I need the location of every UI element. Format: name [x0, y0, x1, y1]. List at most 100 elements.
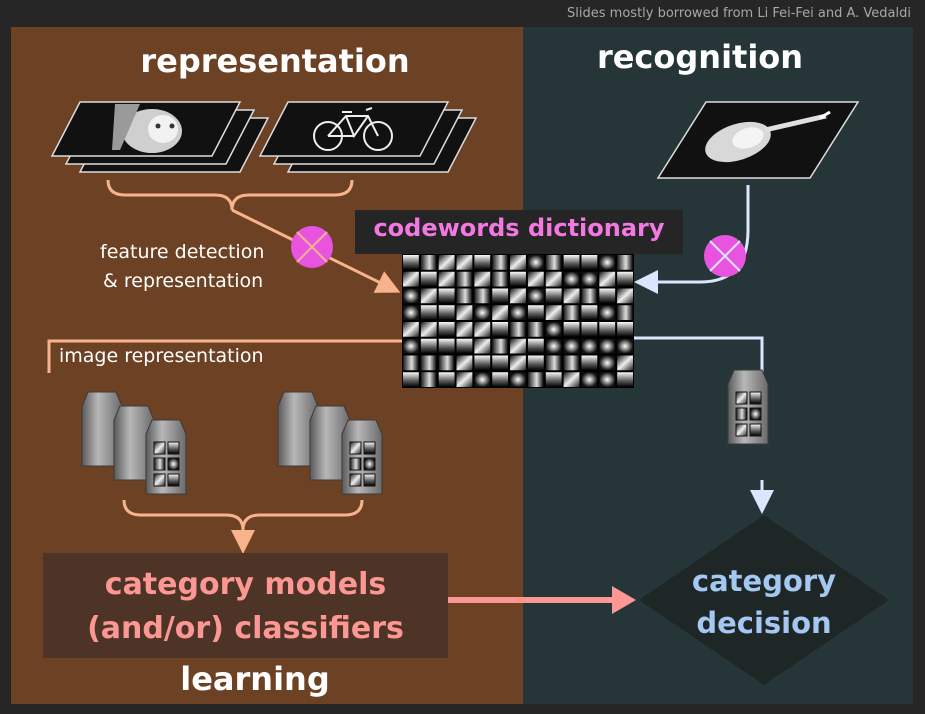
codeword-patch [474, 355, 491, 371]
codeword-patch [617, 305, 633, 320]
models-to-decision-arrowhead [612, 586, 636, 614]
codeword-patch [456, 271, 473, 287]
codeword-patch [527, 305, 544, 320]
codeword-patch [527, 338, 544, 354]
codeword-patch [527, 322, 544, 337]
codeword-patch [438, 288, 455, 304]
codeword-patch [545, 305, 562, 320]
codeword-patch [492, 355, 509, 371]
codeword-patch [617, 355, 633, 371]
codeword-patch [545, 355, 562, 371]
codeword-patch [474, 372, 491, 387]
face-image-stack [50, 101, 270, 173]
category-models-line-2: (and/or) classifiers [87, 611, 404, 646]
codeword-patch [599, 355, 616, 371]
category-models-label: category models (and/or) classifiers [43, 563, 448, 651]
codeword-patch [438, 255, 455, 270]
dictionary-to-histogram-line [634, 336, 764, 372]
histogram-patch [349, 457, 362, 471]
codeword-patch [510, 372, 526, 387]
codeword-patch [581, 255, 598, 270]
feature-detection-label-1: feature detection [100, 241, 265, 263]
codeword-patch [456, 322, 473, 337]
codeword-patch [438, 338, 455, 354]
codeword-patch [545, 271, 562, 287]
category-models-line-1: category models [104, 567, 387, 602]
codeword-patch [456, 255, 473, 270]
histogram-patch [735, 407, 748, 421]
category-decision-diamond [639, 515, 889, 685]
codeword-patch [492, 372, 509, 387]
histogram-patch [363, 473, 376, 487]
cross-circle-icon-right [704, 235, 746, 277]
codeword-patch [545, 372, 562, 387]
codeword-patch [581, 305, 598, 320]
bag-icon [341, 419, 383, 495]
codeword-patch [438, 372, 455, 387]
codeword-patch [599, 288, 616, 304]
histogram-patch [749, 423, 762, 437]
histogram-patch [349, 441, 362, 455]
codeword-patch [581, 271, 598, 287]
codeword-patch [599, 255, 616, 270]
codeword-patch [581, 322, 598, 337]
codeword-patch [420, 288, 437, 304]
histogram-patch [349, 473, 362, 487]
category-decision-line-2: decision [696, 606, 832, 640]
codeword-patch [420, 355, 437, 371]
learning-title: learning [180, 660, 330, 698]
bag-icon [145, 419, 187, 495]
codeword-patch [438, 355, 455, 371]
codeword-patch [510, 355, 526, 371]
codeword-patch [403, 255, 419, 270]
histogram-brace [122, 499, 364, 531]
codeword-patch [563, 322, 580, 337]
codeword-patch [563, 305, 580, 320]
histogram-patch [167, 441, 180, 455]
histogram-patch [167, 457, 180, 471]
training-histogram-bags-left [81, 391, 187, 495]
codeword-patch [599, 338, 616, 354]
histogram-patch [167, 473, 180, 487]
codeword-patch [403, 355, 419, 371]
codeword-patch [474, 338, 491, 354]
codeword-patch [545, 255, 562, 270]
codeword-patch [510, 305, 526, 320]
codeword-patch [510, 255, 526, 270]
codeword-patch [581, 372, 598, 387]
codeword-patch [563, 271, 580, 287]
codeword-patch [420, 372, 437, 387]
codeword-patch [474, 288, 491, 304]
codeword-patch [581, 355, 598, 371]
histogram-patch [735, 423, 748, 437]
credit-text: Slides mostly borrowed from Li Fei-Fei a… [567, 6, 911, 21]
codewords-patch-grid [402, 254, 634, 388]
violin-image [656, 101, 860, 179]
histogram-patch [363, 441, 376, 455]
codeword-patch [492, 271, 509, 287]
codeword-patch [492, 255, 509, 270]
category-decision-label: category decision [680, 560, 848, 644]
representation-title: representation [140, 42, 410, 80]
codeword-patch [510, 322, 526, 337]
codeword-patch [438, 305, 455, 320]
codeword-patch [617, 372, 633, 387]
codeword-patch [403, 271, 419, 287]
codeword-patch [420, 271, 437, 287]
histogram-patch [153, 441, 166, 455]
codeword-patch [527, 288, 544, 304]
codeword-patch [420, 338, 437, 354]
bag-icon [727, 369, 769, 445]
codeword-patch [456, 355, 473, 371]
codeword-patch [474, 255, 491, 270]
codeword-patch [545, 322, 562, 337]
codeword-patch [527, 355, 544, 371]
codeword-patch [438, 271, 455, 287]
codeword-patch [617, 271, 633, 287]
codewords-dictionary-box [355, 210, 683, 254]
codeword-patch [563, 288, 580, 304]
codeword-patch [456, 372, 473, 387]
codeword-patch [599, 322, 616, 337]
codeword-patch [617, 338, 633, 354]
training-histogram-bags-right [277, 391, 383, 495]
